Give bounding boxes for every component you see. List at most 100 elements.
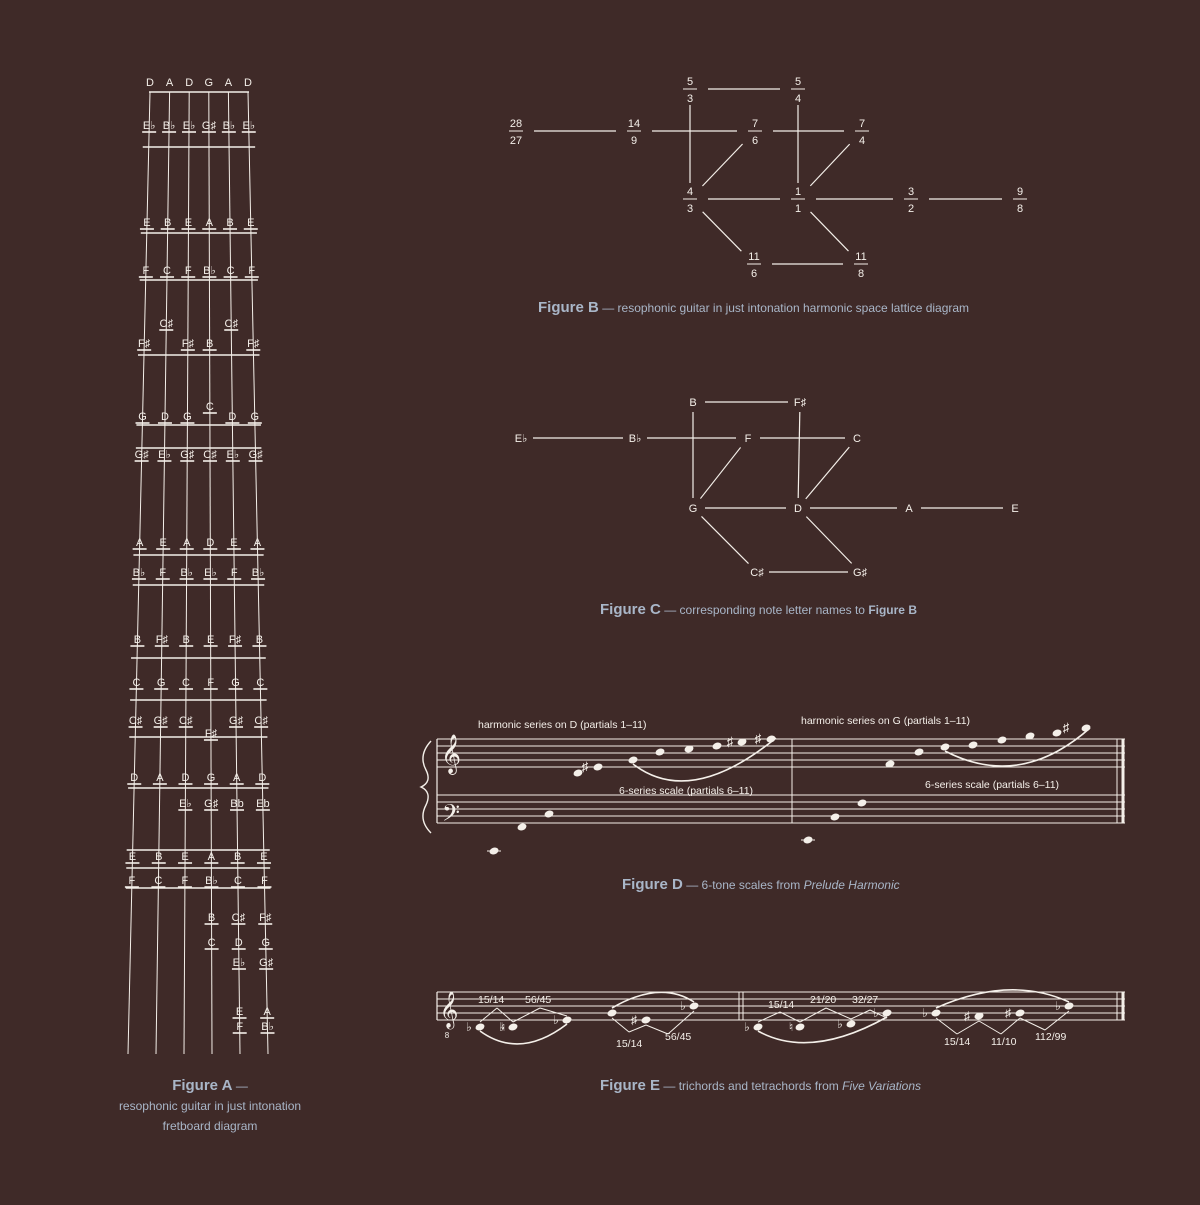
figure-e-caption-title: Figure E: [600, 1077, 661, 1094]
fig-d-note-9: [737, 738, 747, 746]
fret-note-9: A: [206, 217, 214, 229]
fret-note-80: B: [234, 851, 241, 863]
ratio-r28_27-den: 27: [510, 135, 522, 147]
fig-e-note-11: [974, 1012, 984, 1020]
fret-note-94: E♭: [233, 957, 246, 969]
fret-note-77: B: [155, 851, 162, 863]
fret-note-39: D: [206, 537, 214, 549]
fig-e-above-1b: 56/45: [525, 994, 551, 1006]
fret-note-46: F: [231, 567, 238, 579]
fret-note-55: G: [157, 677, 166, 689]
lattice-b-edge-12: [810, 211, 849, 252]
figure-c-caption: Figure C — corresponding note letter nam…: [600, 601, 917, 618]
fret-note-76: E: [129, 851, 136, 863]
ratio-r3_2-den: 2: [908, 203, 914, 215]
fret-note-66: D: [130, 772, 138, 784]
fret-note-74: Bb: [230, 798, 243, 810]
fret-note-26: D: [161, 411, 169, 423]
fig-d-note-6: [655, 748, 665, 756]
fig-e-flat-8: ♭: [1055, 999, 1061, 1013]
fig-e-interval-line-7: [667, 1010, 695, 1035]
fig-d-note-19: [1025, 732, 1035, 740]
fret-note-7: B: [164, 217, 171, 229]
fig-e-above-2b: 21/20: [810, 994, 836, 1006]
fret-note-85: B♭: [205, 875, 218, 887]
ratio-r4_3-den: 3: [687, 203, 693, 215]
fret-note-54: C: [132, 677, 140, 689]
fig-e-flat-4: ♭: [744, 1020, 750, 1034]
fig-e-slur-4: [935, 989, 1070, 1009]
figure-a-caption: Figure A — resophonic guitar in just int…: [80, 1076, 340, 1136]
fig-e-interval-line-4: [611, 1017, 630, 1033]
note-E: E: [1011, 503, 1018, 515]
fret-note-44: B♭: [180, 567, 193, 579]
lattice-c-edge-10: [805, 446, 850, 500]
fig-e-interval-line-3: [539, 1007, 568, 1017]
figure-e-caption-text: — trichords and tetrachords from: [663, 1079, 839, 1093]
figure-e-staff: 15/14 56/45 15/14 56/45 15/14 21/20 32/2…: [436, 989, 1125, 1050]
figure-b-caption: Figure B — resophonic guitar in just int…: [538, 299, 969, 316]
fig-d-note-14: [885, 760, 895, 768]
fret-note-69: G: [207, 772, 216, 784]
fret-note-84: F: [182, 875, 189, 887]
fret-note-75: Eb: [256, 798, 269, 810]
lattice-c-edge-12: [805, 516, 853, 564]
ratio-r3_2-num: 3: [908, 186, 914, 198]
fig-e-interval-line-5: [628, 1024, 647, 1033]
fig-e-flat-0: ♭: [466, 1020, 472, 1034]
fret-note-72: E♭: [179, 798, 192, 810]
fret-note-98: F: [236, 1021, 243, 1033]
fret-note-13: C: [163, 265, 171, 277]
figure-d-caption-title: Figure D: [622, 876, 683, 893]
figure-a-caption-dash: —: [235, 1079, 248, 1093]
fret-note-78: E: [181, 851, 188, 863]
fig-e-note-10: [931, 1009, 941, 1017]
fret-note-64: C♯: [254, 715, 268, 727]
fig-d-sharp-0: ♯: [582, 759, 589, 774]
fret-note-29: G: [251, 411, 260, 423]
ratio-r14_9-den: 9: [631, 135, 637, 147]
fret-note-97: A: [264, 1006, 272, 1018]
fret-note-19: C♯: [225, 318, 239, 330]
open-string-1: D: [146, 77, 154, 89]
fig-e-natural-0: ♮: [501, 1020, 505, 1034]
fig-e-note-2: [562, 1016, 572, 1024]
fig-e-interval-line-6: [645, 1024, 669, 1035]
figure-e-caption-work: Five Variations: [842, 1079, 922, 1093]
fret-note-30: G♯: [135, 449, 150, 461]
fret-note-10: B: [226, 217, 233, 229]
string-3: [183, 91, 190, 1055]
string-1: [127, 91, 151, 1055]
fret-note-14: F: [185, 265, 192, 277]
note-D: D: [794, 503, 802, 515]
fret-note-58: G: [231, 677, 240, 689]
fig-e-note-8: [846, 1020, 856, 1028]
figure-c-caption-text: — corresponding note letter names to: [664, 603, 865, 617]
ratio-r1_1-den: 1: [795, 203, 801, 215]
ratio-r14_9-num: 14: [628, 118, 640, 130]
lattice-b-edge-10: [809, 143, 851, 187]
fig-d-note-4: [593, 763, 603, 771]
treble-clef-e: 𝄞: [440, 991, 459, 1029]
string-2: [155, 91, 171, 1055]
ratio-r9_8-num: 9: [1017, 186, 1023, 198]
fig-d-scale-label-2: 6-series scale (partials 6–11): [925, 779, 1059, 791]
figure-b-caption-text: — resophonic guitar in just intonation h…: [602, 301, 970, 315]
note-C: C: [853, 433, 861, 445]
fret-note-99: B♭: [261, 1021, 274, 1033]
ratio-r11_6-num: 11: [748, 251, 759, 263]
fig-e-interval-line-16: [978, 1020, 1002, 1035]
fret-note-49: F♯: [156, 634, 169, 646]
ratio-r11_6-den: 6: [751, 268, 757, 280]
fret-note-71: D: [258, 772, 266, 784]
fret-note-5: E♭: [243, 120, 256, 132]
fret-note-31: E♭: [158, 449, 171, 461]
open-string-2: A: [166, 77, 174, 89]
fig-e-note-0: [475, 1023, 485, 1031]
fig-d-sharp-2: ♯: [755, 731, 762, 746]
fig-d-note-15: [914, 748, 924, 756]
fig-e-interval-line-19: [1044, 1010, 1070, 1031]
fret-note-81: E: [260, 851, 267, 863]
